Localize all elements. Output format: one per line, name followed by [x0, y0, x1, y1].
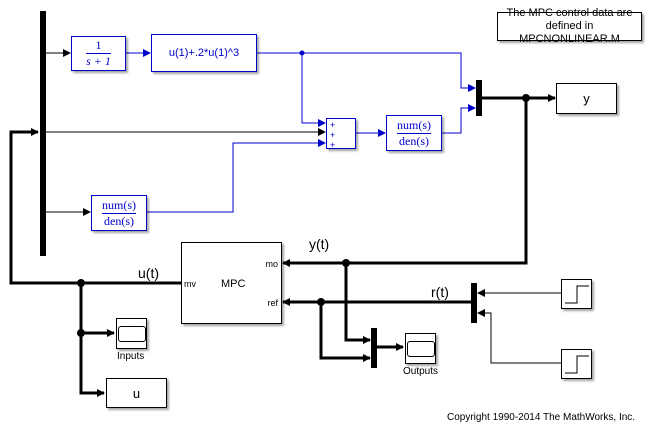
- y-output-block[interactable]: y: [556, 83, 617, 114]
- sum-sign: +: [330, 120, 336, 130]
- port-ref: ref: [267, 298, 278, 308]
- step-block-1[interactable]: [561, 279, 592, 309]
- u-output-label: u: [132, 385, 141, 401]
- line-r-scope: [319, 302, 371, 362]
- tf1-num: 1: [95, 38, 102, 52]
- annotation-note: The MPC control data are defined in MPCN…: [497, 7, 642, 45]
- line-fcn-mux: [257, 52, 476, 92]
- line-y-mo: [282, 98, 528, 267]
- tf3-den: den(s): [104, 213, 134, 228]
- ref-mux-bar: [471, 283, 477, 323]
- mux-bar: [476, 80, 482, 116]
- signal-u-label: u(t): [138, 265, 159, 281]
- line-u-out: [79, 283, 105, 397]
- demux-bar: [40, 11, 46, 256]
- line-fcn-sum: [301, 53, 326, 127]
- sum-block[interactable]: + + +: [326, 118, 356, 150]
- tf3-num: num(s): [102, 197, 136, 212]
- transfer-fcn-2[interactable]: num(s)den(s): [386, 115, 442, 151]
- tf1-den: s + 1: [86, 54, 111, 68]
- annotation-line2: defined in MPCNONLINEAR.M: [519, 20, 620, 45]
- scope-inputs-label: Inputs: [117, 351, 145, 362]
- line-tf3-sum: [147, 139, 326, 213]
- sum-sign: +: [330, 130, 336, 140]
- scope-icon: [117, 325, 146, 342]
- scope-inputs[interactable]: [116, 318, 147, 349]
- fcn-expr: u(1)+.2*u(1)^3: [168, 47, 240, 59]
- scope-outputs-label: Outputs: [403, 366, 439, 377]
- port-mv: mv: [184, 279, 196, 289]
- copyright: Copyright 1990-2014 The MathWorks, Inc.: [447, 412, 636, 423]
- mpc-block[interactable]: mv MPC mo ref: [181, 242, 282, 324]
- port-mo: mo: [265, 259, 278, 269]
- line-y-scope: [344, 263, 371, 344]
- step-block-2[interactable]: [561, 349, 592, 379]
- u-output-block[interactable]: u: [106, 378, 167, 408]
- out-mux-bar: [371, 328, 377, 368]
- scope-icon: [406, 340, 435, 357]
- annotation-line1: The MPC control data are: [506, 7, 633, 19]
- fcn-block[interactable]: u(1)+.2*u(1)^3: [151, 34, 257, 72]
- y-output-label: y: [583, 91, 590, 106]
- transfer-fcn-3[interactable]: num(s)den(s): [91, 195, 147, 231]
- line-u-feedback: [9, 128, 181, 285]
- mpc-label: MPC: [221, 278, 246, 290]
- line-step2: [477, 309, 561, 364]
- line-tf2-mux: [442, 104, 476, 134]
- transfer-fcn-1[interactable]: 1 s + 1: [71, 36, 126, 71]
- signal-r-label: r(t): [431, 284, 449, 300]
- sum-sign: +: [330, 140, 336, 150]
- scope-outputs[interactable]: [405, 333, 436, 364]
- tf2-den: den(s): [399, 133, 429, 148]
- signal-y-label: y(t): [309, 236, 330, 252]
- tf2-num: num(s): [397, 117, 431, 132]
